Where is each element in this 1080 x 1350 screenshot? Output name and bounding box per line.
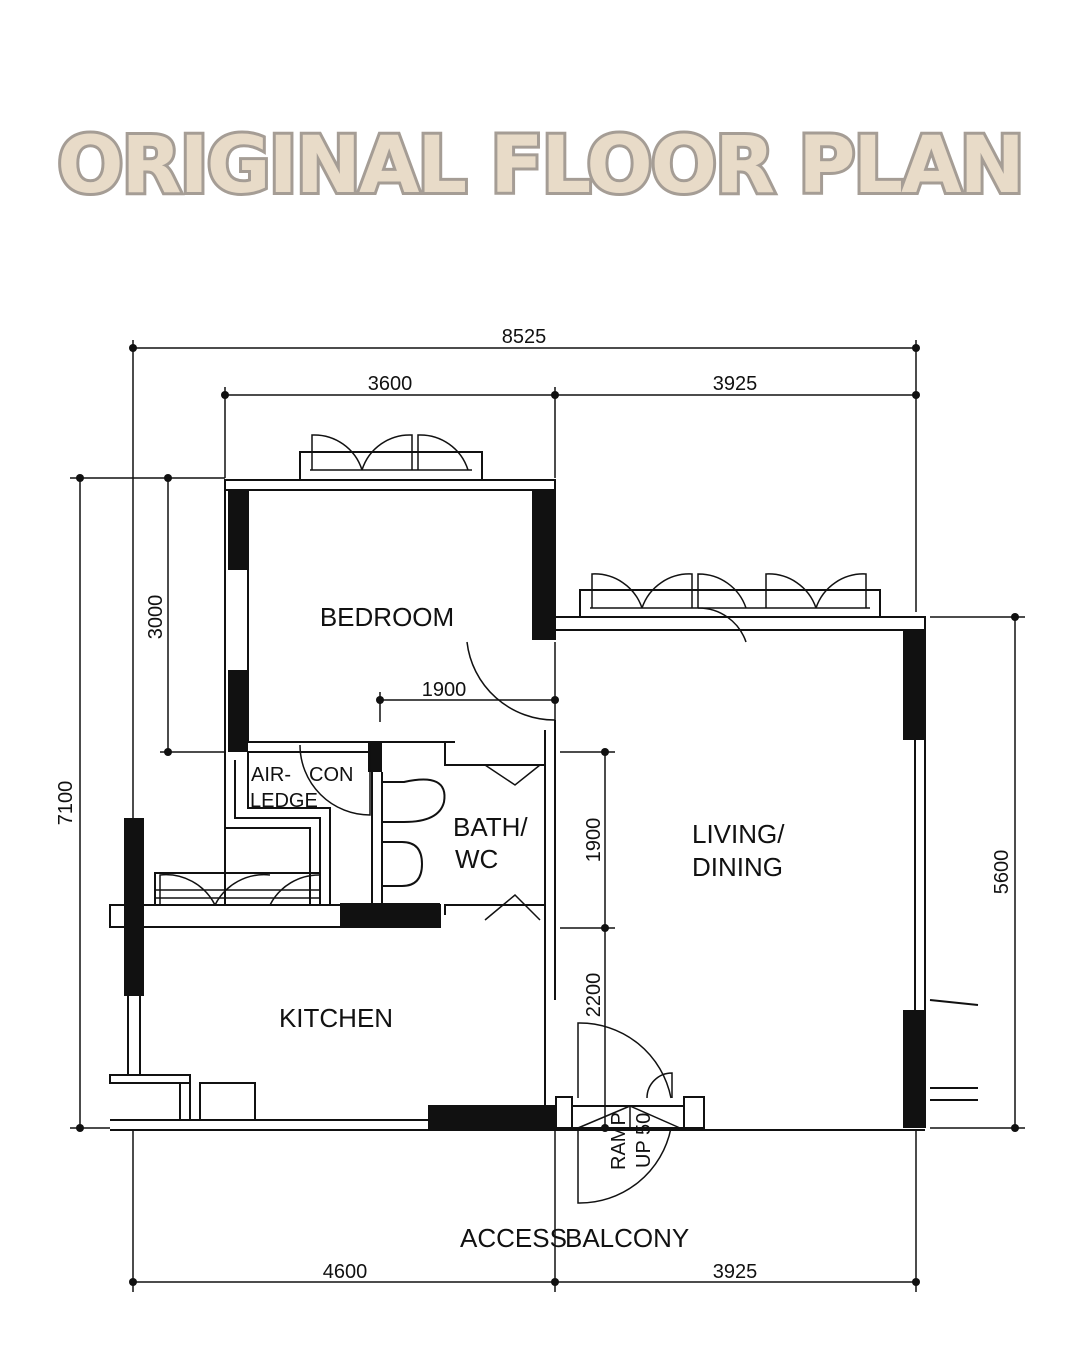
room-label-con: CON bbox=[309, 764, 353, 786]
room-label-bath: BATH/ bbox=[453, 812, 528, 842]
room-label-living: LIVING/ bbox=[692, 819, 785, 849]
dim-bedroom-depth: 3000 bbox=[145, 595, 167, 640]
dimension-lines bbox=[70, 340, 1025, 1292]
dim-overall-width: 8525 bbox=[502, 326, 547, 348]
page-title: ORIGINAL FLOOR PLAN bbox=[57, 121, 1023, 211]
room-label-access: ACCESS bbox=[460, 1223, 567, 1253]
dim-corridor-width: 1900 bbox=[422, 679, 467, 701]
room-label-balcony: BALCONY bbox=[565, 1223, 689, 1253]
dim-bedroom-width: 3600 bbox=[368, 373, 413, 395]
dim-living-width-bottom: 3925 bbox=[713, 1261, 758, 1283]
room-label-kitchen: KITCHEN bbox=[279, 1003, 393, 1033]
ramp-label: RAMP bbox=[608, 1112, 630, 1170]
room-label-air: AIR- bbox=[251, 764, 291, 786]
kitchen-window bbox=[154, 872, 321, 906]
living-window bbox=[579, 573, 881, 643]
walls bbox=[109, 479, 979, 1131]
dim-living-width-top: 3925 bbox=[713, 373, 758, 395]
bedroom-window bbox=[299, 434, 483, 481]
dim-kitchen-width: 4600 bbox=[323, 1261, 368, 1283]
room-label-wc: WC bbox=[455, 844, 498, 874]
room-label-dining: DINING bbox=[692, 852, 783, 882]
dim-bath-depth: 1900 bbox=[583, 818, 605, 863]
dim-entry-depth: 2200 bbox=[583, 973, 605, 1018]
room-label-bedroom: BEDROOM bbox=[320, 602, 454, 632]
doors bbox=[299, 641, 705, 1204]
room-label-ledge: LEDGE bbox=[250, 790, 318, 812]
dim-living-depth: 5600 bbox=[991, 850, 1013, 895]
ramp-up-label: UP 50 bbox=[633, 1113, 655, 1168]
dim-overall-depth: 7100 bbox=[55, 781, 77, 826]
